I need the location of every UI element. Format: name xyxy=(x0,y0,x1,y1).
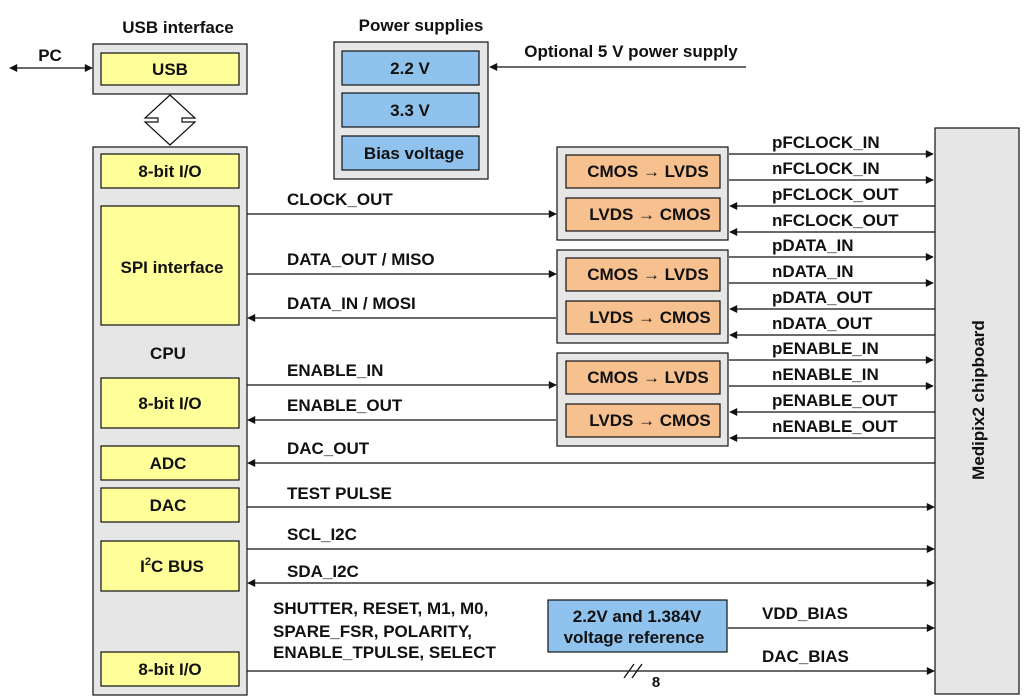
signal-nfclock-out-label: nFCLOCK_OUT xyxy=(772,211,899,230)
signal-ndata-in-label: nDATA_IN xyxy=(772,262,854,281)
voltage-reference-block xyxy=(547,599,728,653)
bus-width-slash-2 xyxy=(631,663,643,679)
data-lvds-cmos-label: LVDS → CMOS xyxy=(589,308,711,327)
supply-bias-block xyxy=(341,135,480,171)
signal-penable-out-label: pENABLE_OUT xyxy=(772,391,898,410)
data-lvds-cmos-block xyxy=(565,300,721,335)
clock-lvds-cmos-block xyxy=(565,197,721,232)
control-lines-label-2: SPARE_FSR, POLARITY, xyxy=(273,622,472,641)
signal-penable-in-label: pENABLE_IN xyxy=(772,339,879,358)
data-cmos-lvds-label: CMOS → LVDS xyxy=(587,265,709,284)
supply-2v2-block xyxy=(341,50,480,86)
dac-bias-label: DAC_BIAS xyxy=(762,647,849,666)
control-lines-label-3: ENABLE_TPULSE, SELECT xyxy=(273,643,497,662)
signal-enable-out-label: ENABLE_OUT xyxy=(287,396,403,415)
vdd-bias-label: VDD_BIAS xyxy=(762,604,848,623)
cpu-io-block-top xyxy=(100,153,240,189)
bus-width-label: 8 xyxy=(652,674,660,691)
dac-label: DAC xyxy=(150,496,187,515)
cpu-io-block-middle xyxy=(100,377,240,429)
supply-3v3-block xyxy=(341,92,480,128)
power-supplies-title: Power supplies xyxy=(359,16,484,35)
signal-dac-out-label: DAC_OUT xyxy=(287,439,370,458)
voltage-reference-label-2: voltage reference xyxy=(564,628,705,647)
signal-nfclock-in-label: nFCLOCK_IN xyxy=(772,159,880,178)
dac-block xyxy=(100,487,240,523)
adc-block xyxy=(100,445,240,481)
i2c-bus-block xyxy=(100,540,240,592)
signal-pfclock-out-label: pFCLOCK_OUT xyxy=(772,185,899,204)
medipix2-chipboard xyxy=(934,127,1020,695)
optional-supply-label: Optional 5 V power supply xyxy=(524,42,738,61)
clock-lvds-cmos-label: LVDS → CMOS xyxy=(589,205,711,224)
i2c-bus-label: I2C BUS xyxy=(140,556,204,576)
control-lines-label-1: SHUTTER, RESET, M1, M0, xyxy=(273,599,488,618)
usb-interface-title: USB interface xyxy=(122,18,233,37)
usb-block xyxy=(100,52,240,86)
cpu-label: CPU xyxy=(150,344,186,363)
signal-data-out-label: DATA_OUT / MISO xyxy=(287,250,435,269)
clock-cmos-lvds-label: CMOS → LVDS xyxy=(587,162,709,181)
cpu-io-block-bottom xyxy=(100,651,240,687)
spi-interface-label: SPI interface xyxy=(121,258,224,277)
signal-sda-i2c-label: SDA_I2C xyxy=(287,562,359,581)
voltage-reference-label-1: 2.2V and 1.384V xyxy=(573,607,702,626)
signal-nenable-in-label: nENABLE_IN xyxy=(772,365,879,384)
enable-cmos-lvds-label: CMOS → LVDS xyxy=(587,368,709,387)
enable-lvds-cmos-label: LVDS → CMOS xyxy=(589,411,711,430)
clock-cmos-lvds-block xyxy=(565,154,721,189)
enable-cmos-lvds-block xyxy=(565,360,721,395)
usb-block-label: USB xyxy=(152,60,188,79)
signal-clock-out-label: CLOCK_OUT xyxy=(287,190,393,209)
adc-label: ADC xyxy=(150,454,187,473)
cpu-io-label-bottom: 8-bit I/O xyxy=(138,660,201,679)
cpu-io-label-middle: 8-bit I/O xyxy=(138,394,201,413)
signal-pfclock-in-label: pFCLOCK_IN xyxy=(772,133,880,152)
signal-ndata-out-label: nDATA_OUT xyxy=(772,314,873,333)
bus-width-slash-1 xyxy=(623,663,635,679)
signal-test-pulse-label: TEST PULSE xyxy=(287,484,392,503)
signal-enable-in-label: ENABLE_IN xyxy=(287,361,383,380)
differential-signal-group: pFCLOCK_IN nFCLOCK_IN pFCLOCK_OUT nFCLOCK_O… xyxy=(729,133,935,442)
spi-interface-block xyxy=(100,205,240,326)
signal-data-in-label: DATA_IN / MOSI xyxy=(287,294,416,313)
usb-cpu-bidirectional-arrow xyxy=(143,94,197,146)
signal-pdata-in-label: pDATA_IN xyxy=(772,236,854,255)
signal-scl-i2c-label: SCL_I2C xyxy=(287,525,357,544)
cpu-io-label-top: 8-bit I/O xyxy=(138,162,201,181)
medipix2-chipboard-label: Medipix2 chipboard xyxy=(969,320,988,480)
signal-nenable-out-label: nENABLE_OUT xyxy=(772,417,898,436)
pc-label: PC xyxy=(38,46,62,65)
data-cmos-lvds-block xyxy=(565,257,721,292)
supply-3v3-label: 3.3 V xyxy=(390,101,430,120)
supply-bias-label: Bias voltage xyxy=(364,144,464,163)
enable-lvds-cmos-block xyxy=(565,403,721,438)
signal-pdata-out-label: pDATA_OUT xyxy=(772,288,873,307)
supply-2v2-label: 2.2 V xyxy=(390,59,430,78)
